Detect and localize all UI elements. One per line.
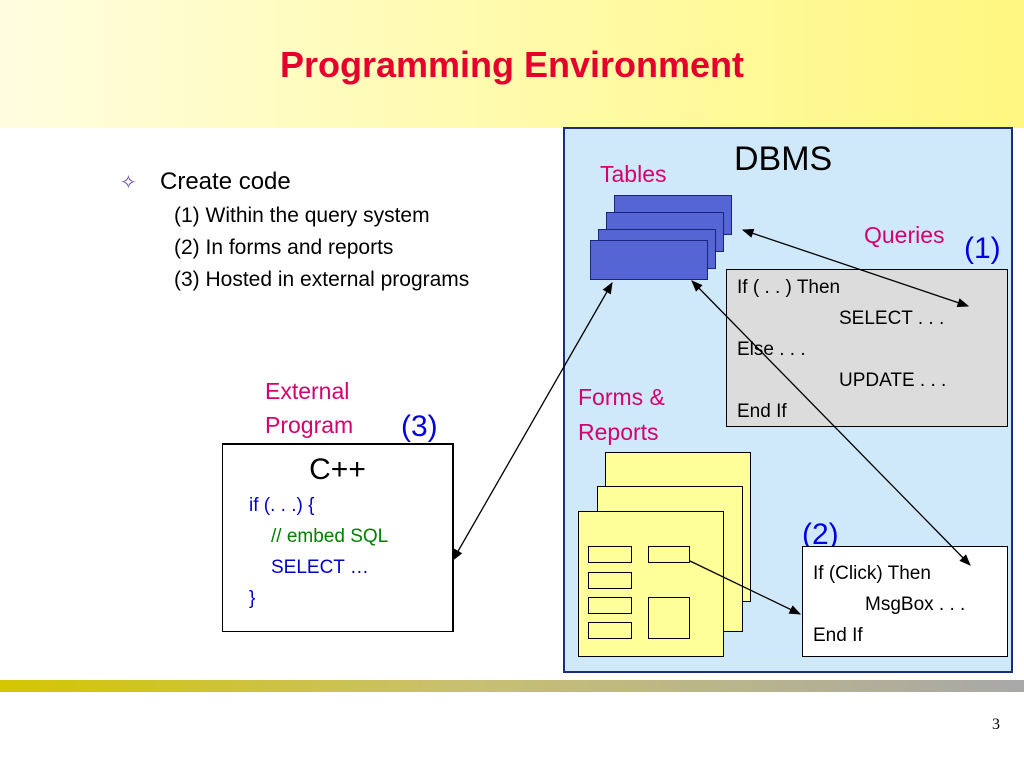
table-shape — [590, 240, 708, 280]
arrow-tables-form-code — [691, 280, 971, 566]
form-field — [588, 572, 632, 589]
external-code-line: SELECT … — [271, 557, 369, 578]
external-heading: C++ — [309, 453, 366, 486]
form-code-line: MsgBox . . . — [865, 594, 966, 615]
page-number: 3 — [992, 716, 1000, 733]
form-code-line: End If — [813, 625, 863, 646]
form-code-line: If (Click) Then — [813, 563, 931, 584]
bullet-item-2: (2) In forms and reports — [174, 236, 394, 259]
form-field — [588, 597, 632, 614]
marker-1: (1) — [964, 232, 1001, 265]
external-label-line2: Program — [265, 412, 354, 438]
dbms-label: DBMS — [734, 140, 833, 178]
arrow-tables-queries — [741, 228, 970, 308]
external-code-line: if (. . .) { — [249, 495, 315, 516]
title-banner — [0, 0, 1024, 128]
footer-bar — [0, 680, 1024, 692]
external-code-comment: // embed SQL — [271, 526, 389, 547]
external-program-box: C++ if (. . .) { // embed SQL SELECT … } — [222, 443, 454, 632]
bullet-list: ✧ Create code (1) Within the query system… — [120, 168, 469, 292]
bullet-main-text: Create code — [160, 168, 291, 195]
marker-3: (3) — [401, 410, 438, 443]
form-image-box — [648, 597, 690, 639]
bullet-item-1: (1) Within the query system — [174, 204, 430, 227]
bullet-item-3: (3) Hosted in external programs — [174, 268, 470, 291]
form-field — [588, 622, 632, 639]
arrow-form-field-code — [689, 560, 802, 615]
form-field — [648, 546, 690, 563]
slide-title: Programming Environment — [279, 44, 745, 85]
external-label-line1: External — [265, 378, 350, 404]
external-code-line: } — [249, 588, 256, 609]
four-point-star-icon: ✧ — [120, 172, 137, 194]
bullet-main: ✧ Create code — [120, 168, 469, 196]
tables-label: Tables — [600, 161, 667, 187]
arrow-tables-external — [452, 281, 613, 562]
